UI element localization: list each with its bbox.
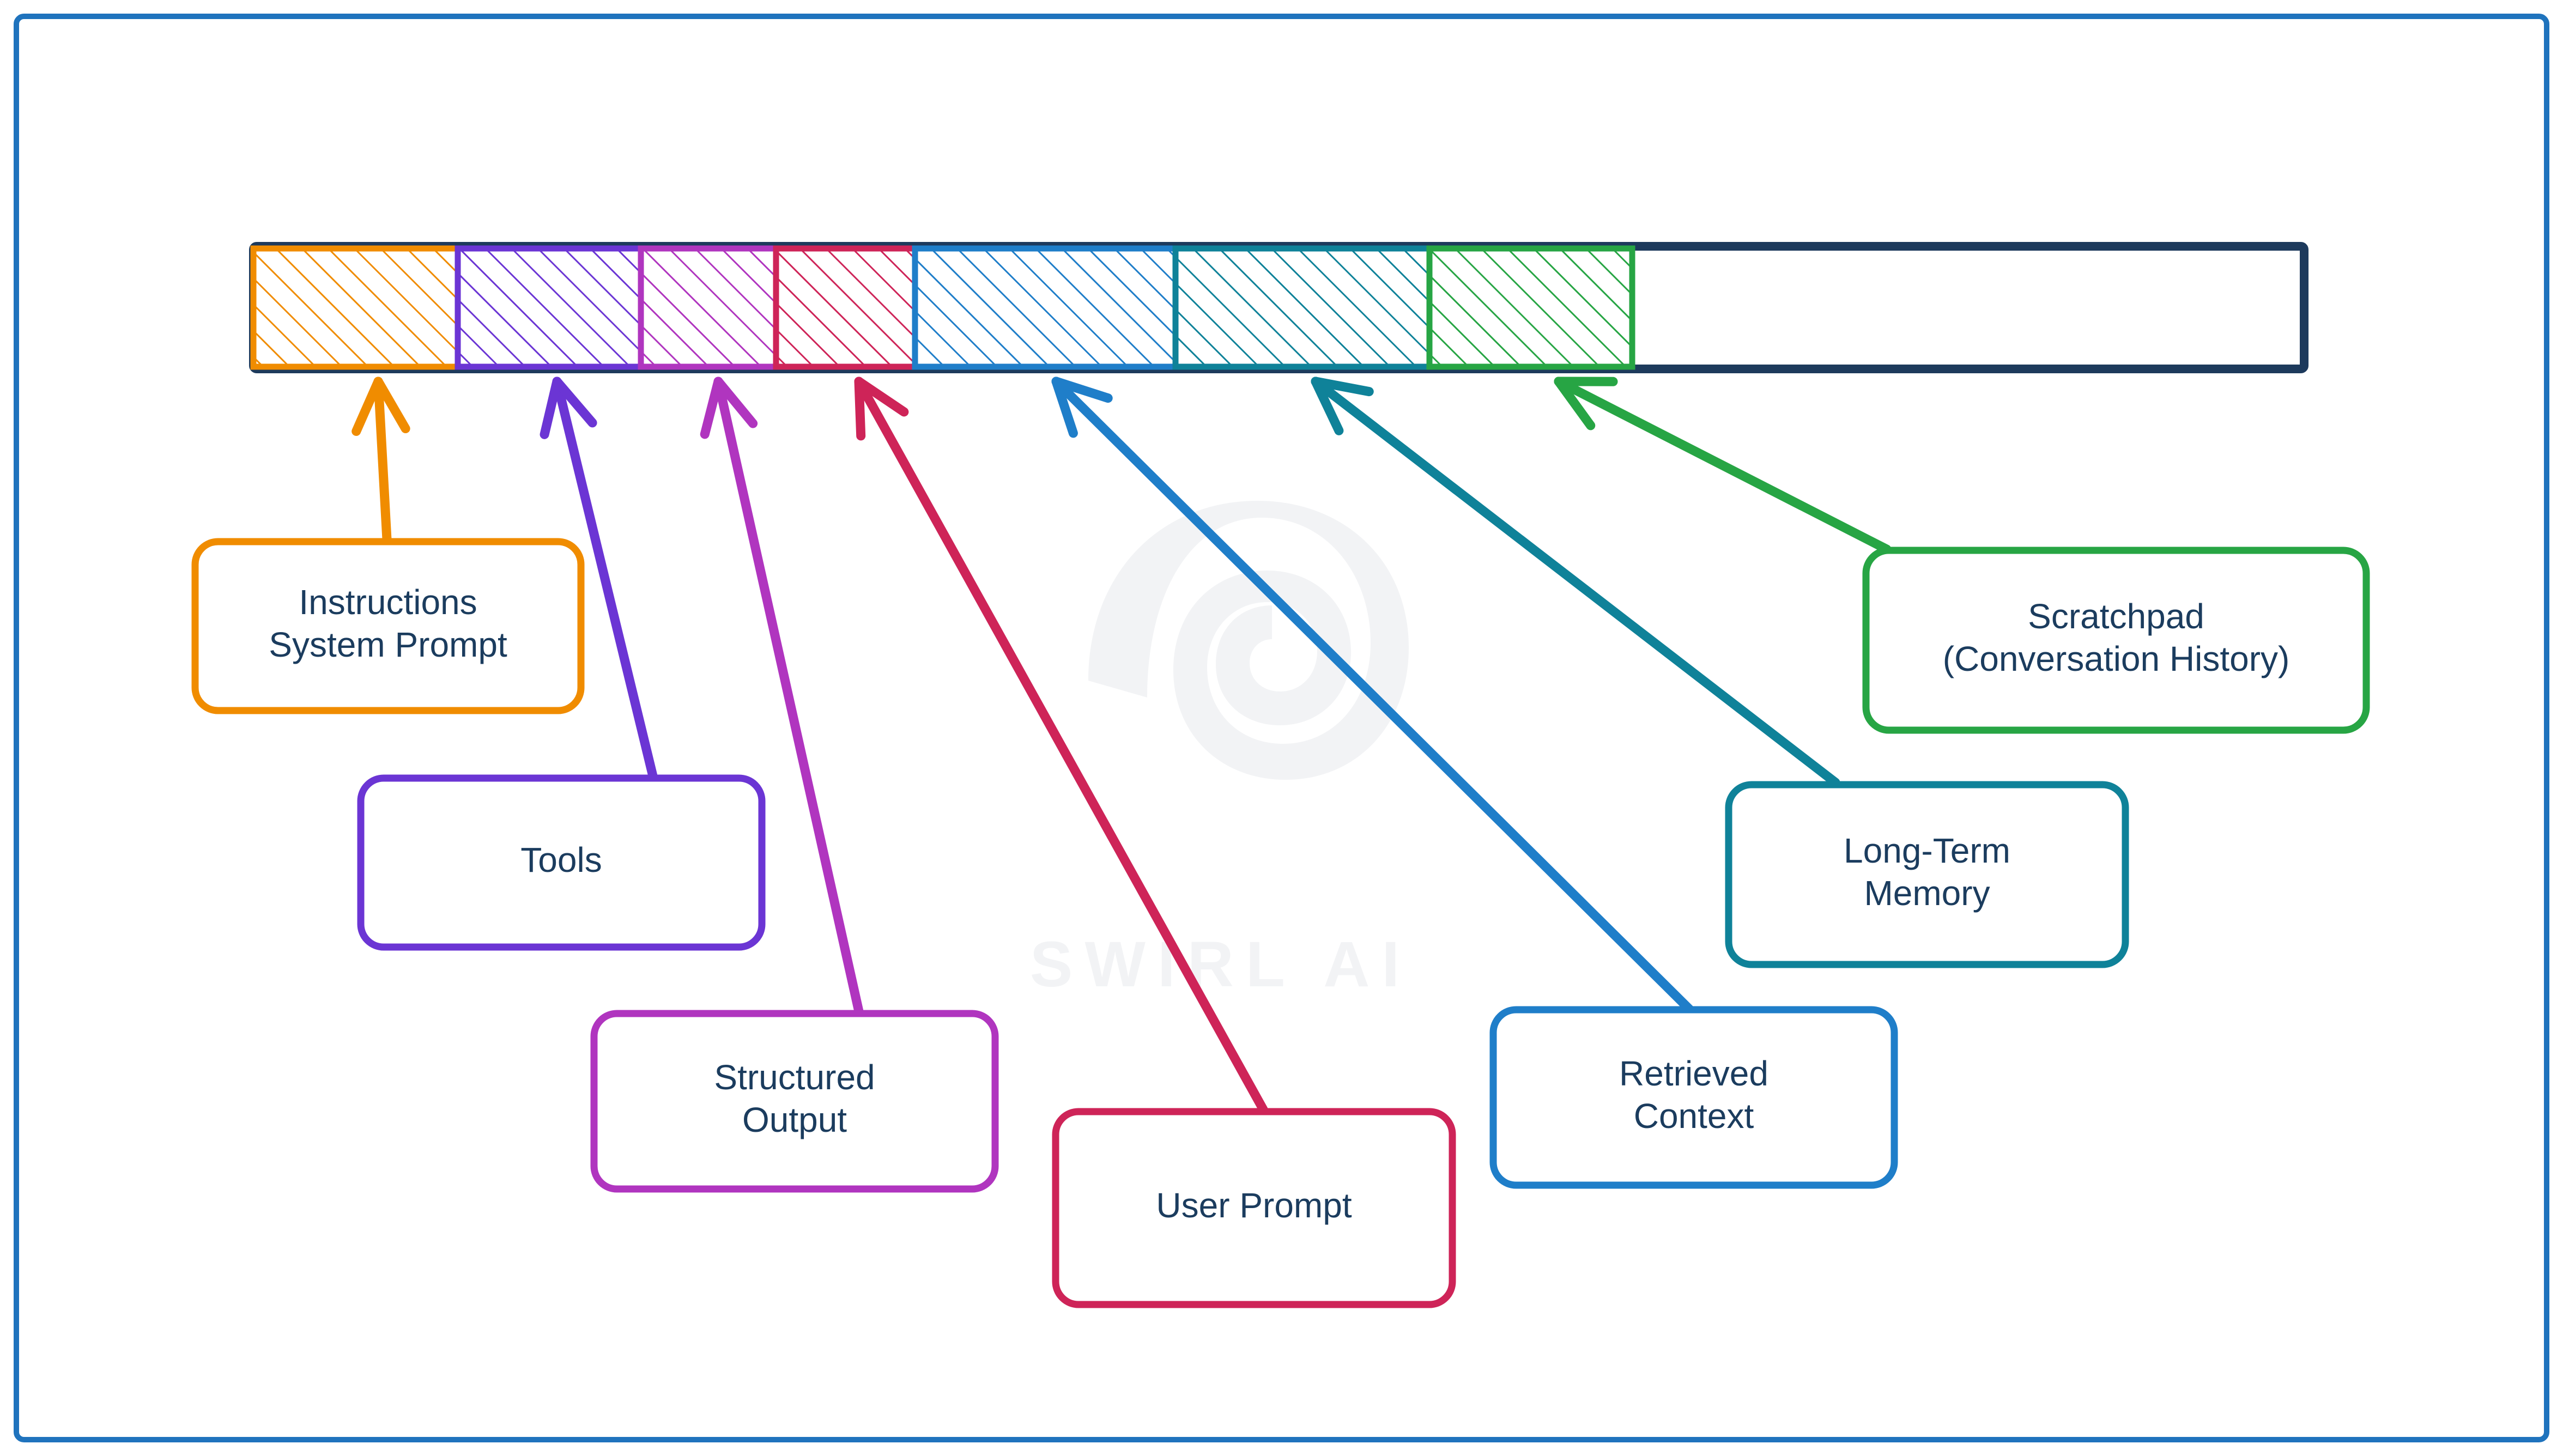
context-window-bar [249, 242, 2308, 373]
watermark-text: SWIRL AI [1030, 929, 1411, 1000]
segment-rect-long-term-memory[interactable] [1172, 245, 1433, 370]
callout-label-line2-long-term-memory: Memory [1864, 873, 1990, 913]
arrow-head-scratchpad [1554, 377, 1596, 430]
arrow-head-structured-output [700, 377, 723, 439]
segment-rect-retrieved-context[interactable] [912, 245, 1179, 370]
arrow-retrieved-context [1051, 377, 1694, 1014]
callout-box-user-prompt[interactable] [1052, 1108, 1456, 1308]
segment-rect-tools[interactable] [455, 245, 644, 370]
callout-label-line1-long-term-memory: Long-Term [1844, 831, 2010, 870]
callout-label-line2-retrieved-context: Context [1634, 1096, 1754, 1136]
segment-rect-structured-output[interactable] [638, 245, 779, 370]
arrow-head-retrieved-context [1051, 377, 1113, 403]
arrow-shaft-structured-output [713, 377, 864, 1016]
callout-user-prompt[interactable]: User Prompt [1052, 1108, 1456, 1308]
arrow-shaft-user-prompt [854, 377, 1268, 1114]
arrow-head-tools [552, 377, 597, 428]
arrow-tools [540, 377, 658, 781]
callout-box-retrieved-context[interactable] [1489, 1006, 1898, 1189]
segment-tools[interactable] [455, 245, 644, 370]
arrow-shaft-scratchpad [1554, 377, 1892, 554]
callout-arrows [352, 377, 1892, 1114]
callout-label-line2-scratchpad: (Conversation History) [1943, 639, 2290, 678]
arrow-shaft-instructions [373, 377, 392, 544]
callout-box-scratchpad[interactable] [1862, 547, 2370, 734]
segment-long-term-memory[interactable] [1172, 245, 1433, 370]
segment-rect-instructions[interactable] [250, 245, 461, 370]
page-frame [14, 14, 2549, 1442]
arrow-shaft-tools [552, 377, 658, 781]
arrow-head-structured-output [713, 377, 758, 428]
arrow-head-long-term-memory [1311, 377, 1374, 397]
arrow-long-term-memory [1311, 377, 1840, 787]
arrow-head-instructions [373, 377, 410, 434]
swirl-ai-watermark: SWIRL AI [1030, 501, 1411, 1000]
arrow-head-user-prompt [854, 377, 909, 417]
callout-box-instructions[interactable] [191, 538, 585, 714]
segment-structured-output[interactable] [638, 245, 779, 370]
arrow-shaft-long-term-memory [1311, 377, 1840, 787]
arrow-shaft-retrieved-context [1051, 377, 1694, 1014]
segment-instructions[interactable] [250, 245, 461, 370]
segment-rect-scratchpad[interactable] [1426, 245, 1635, 370]
callout-box-tools[interactable] [357, 774, 766, 951]
callout-label-line2-structured-output: Output [742, 1100, 847, 1139]
arrow-head-tools [540, 377, 562, 439]
arrow-user-prompt [854, 377, 1268, 1114]
callout-scratchpad[interactable]: Scratchpad(Conversation History) [1862, 547, 2370, 734]
callout-label-line1-instructions: Instructions [299, 583, 477, 622]
callout-label-line1-tools: Tools [520, 840, 602, 879]
arrow-structured-output [700, 377, 864, 1016]
segment-user-prompt[interactable] [773, 245, 918, 370]
callout-tools[interactable]: Tools [357, 774, 766, 951]
callout-box-long-term-memory[interactable] [1725, 781, 2129, 968]
arrow-head-user-prompt [854, 377, 866, 441]
callout-label-line1-user-prompt: User Prompt [1156, 1186, 1352, 1225]
arrow-head-instructions [352, 377, 383, 436]
callout-label-line2-instructions: System Prompt [269, 625, 507, 664]
callout-label-line1-structured-output: Structured [714, 1058, 875, 1097]
segment-scratchpad[interactable] [1426, 245, 1635, 370]
arrow-scratchpad [1554, 377, 1892, 554]
segment-retrieved-context[interactable] [912, 245, 1179, 370]
callout-box-structured-output[interactable] [590, 1010, 999, 1193]
segment-rect-user-prompt[interactable] [773, 245, 918, 370]
context-window-segments [250, 245, 1635, 370]
arrow-instructions [352, 377, 410, 544]
callout-label-line1-retrieved-context: Retrieved [1619, 1054, 1768, 1093]
swirl-spiral-logo [1088, 501, 1409, 780]
arrow-head-retrieved-context [1051, 377, 1078, 438]
callout-label-line1-scratchpad: Scratchpad [2028, 597, 2204, 636]
arrow-head-long-term-memory [1311, 377, 1344, 435]
